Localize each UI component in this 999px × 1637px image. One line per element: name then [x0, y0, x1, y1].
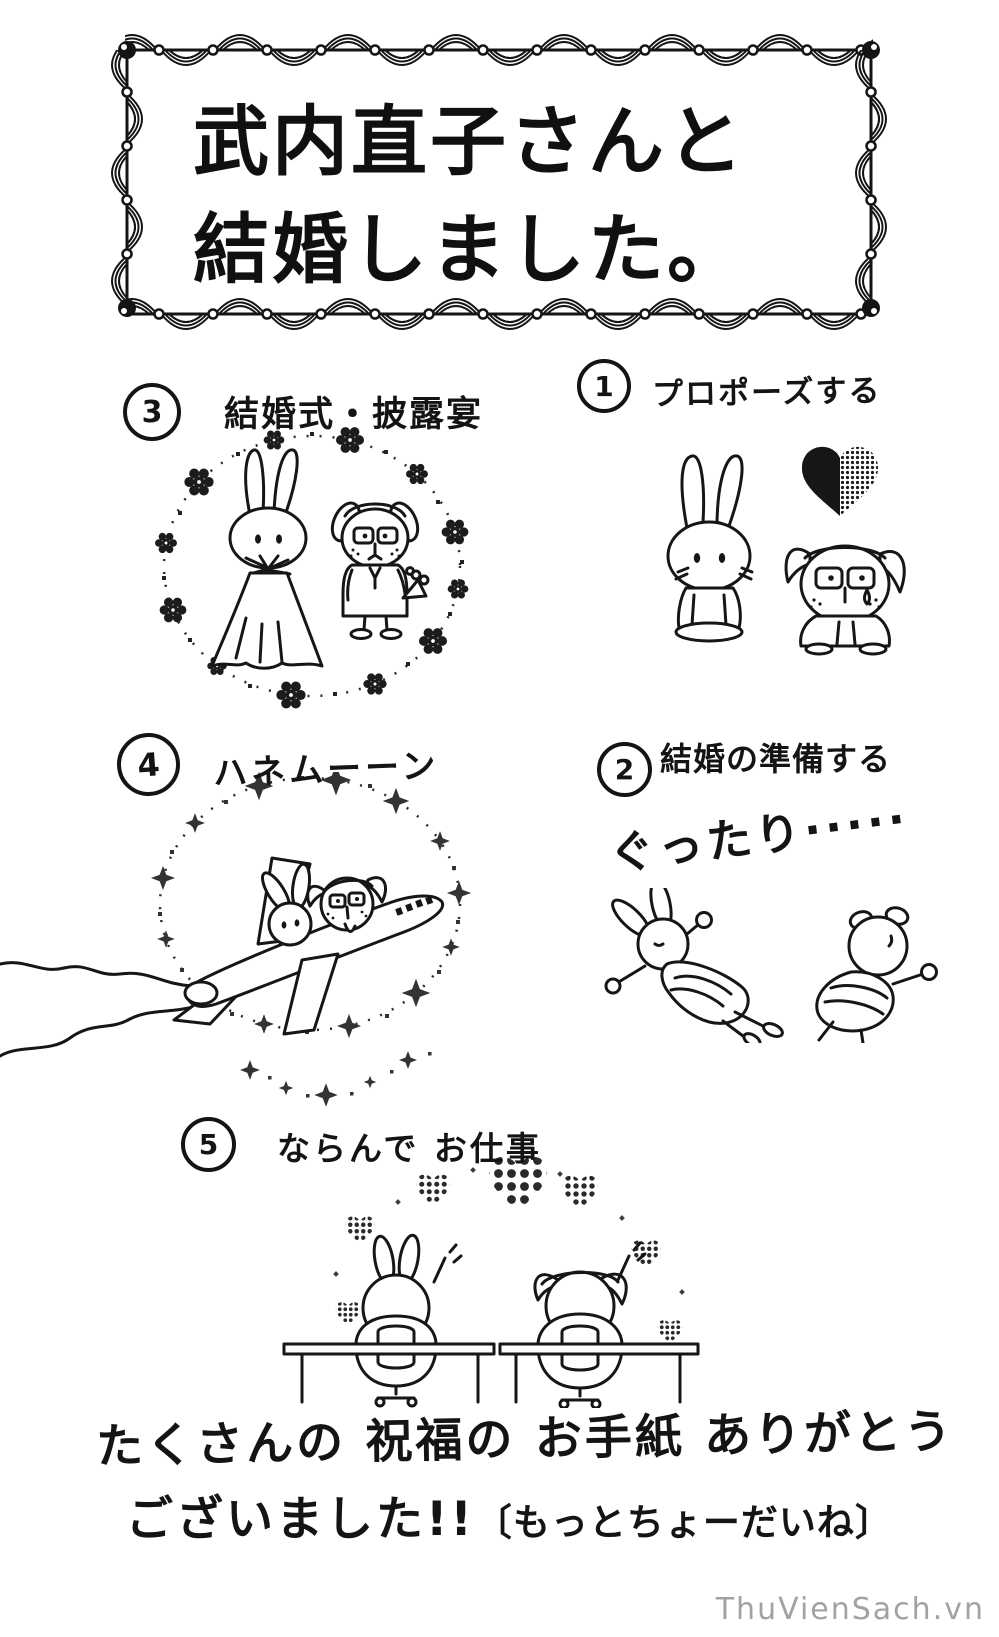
star-ring-dotted-circle	[158, 776, 462, 1032]
panel-3-number: 3	[123, 383, 181, 441]
title-box: 武内直子さんと 結婚しました。	[105, 28, 893, 330]
bouquet	[401, 566, 430, 600]
wedding-scene-illustration	[155, 427, 469, 709]
panel-1-label: プロポーズする	[651, 372, 882, 413]
panel-2-caption: ぐったり·····	[606, 791, 913, 882]
panel-5-digit: 5	[198, 1128, 219, 1161]
footer-thanks-line-1: たくさんの 祝福の お手紙 ありがとう	[95, 1404, 955, 1475]
decorative-frame	[105, 28, 893, 330]
sparkle-trail	[240, 1051, 432, 1107]
footer-thanks-line-2: ございました!!〔もっとちょーだいね〕	[126, 1480, 893, 1549]
panel-4-digit: 4	[136, 744, 161, 785]
panel-2-digit: 2	[614, 753, 635, 786]
panel-2-number: 2	[597, 742, 652, 797]
pen	[432, 1243, 463, 1284]
dog-at-desk	[533, 1241, 647, 1390]
pen	[616, 1241, 647, 1282]
freckles	[809, 598, 881, 609]
work-scene-illustration	[240, 1051, 700, 1408]
dog-character	[784, 544, 906, 656]
desks	[282, 1342, 700, 1404]
contrail	[0, 961, 198, 1058]
frame-corner-knots	[118, 41, 880, 317]
honeymoon-scene-illustration	[0, 772, 472, 1058]
panel-3-digit: 3	[141, 394, 163, 430]
freckles	[349, 548, 401, 558]
jet-plane	[172, 856, 445, 1036]
bunny-passenger	[261, 862, 313, 947]
bunny-at-desk	[354, 1233, 463, 1388]
panel-3-label: 結婚式・披露宴	[224, 395, 484, 435]
panel-2-label: 結婚の準備する	[660, 740, 892, 778]
tear-drop	[863, 588, 871, 606]
bunny-lying-down	[604, 888, 784, 1043]
bunny-bride	[210, 448, 324, 670]
tongue	[343, 922, 357, 933]
proposal-scene-illustration	[666, 446, 906, 656]
hearts-arc	[333, 1156, 685, 1344]
flower-ring-dotted-circle	[162, 434, 462, 698]
footer-line-2-main: ございました!!	[126, 1492, 475, 1547]
engine	[183, 980, 219, 1006]
title-line-2: 結婚しました。	[193, 205, 746, 294]
dog-groom	[330, 501, 430, 640]
panel-4-label: ハネムーーン	[212, 746, 441, 794]
site-watermark: ThuVienSach.vn	[715, 1592, 985, 1627]
dog-passenger	[306, 876, 387, 933]
chair-legs	[374, 1384, 602, 1408]
love-heart	[802, 446, 878, 516]
flower-ring	[155, 427, 469, 709]
panel-1-number: 1	[577, 359, 631, 413]
cockpit-windows	[395, 896, 434, 916]
footer-line-2-note: 〔もっとちょーだいね〕	[474, 1501, 893, 1544]
dog-lying-down	[815, 906, 938, 1043]
bunny-character	[666, 454, 754, 643]
panel-1-digit: 1	[594, 369, 614, 403]
exhausted-scene-illustration	[604, 888, 938, 1043]
panel-5-number: 5	[181, 1117, 236, 1172]
panel-5-label: ならんで お仕事	[277, 1129, 542, 1168]
main-wing	[282, 952, 340, 1036]
title-line-1: 武内直子さんと	[193, 97, 746, 186]
